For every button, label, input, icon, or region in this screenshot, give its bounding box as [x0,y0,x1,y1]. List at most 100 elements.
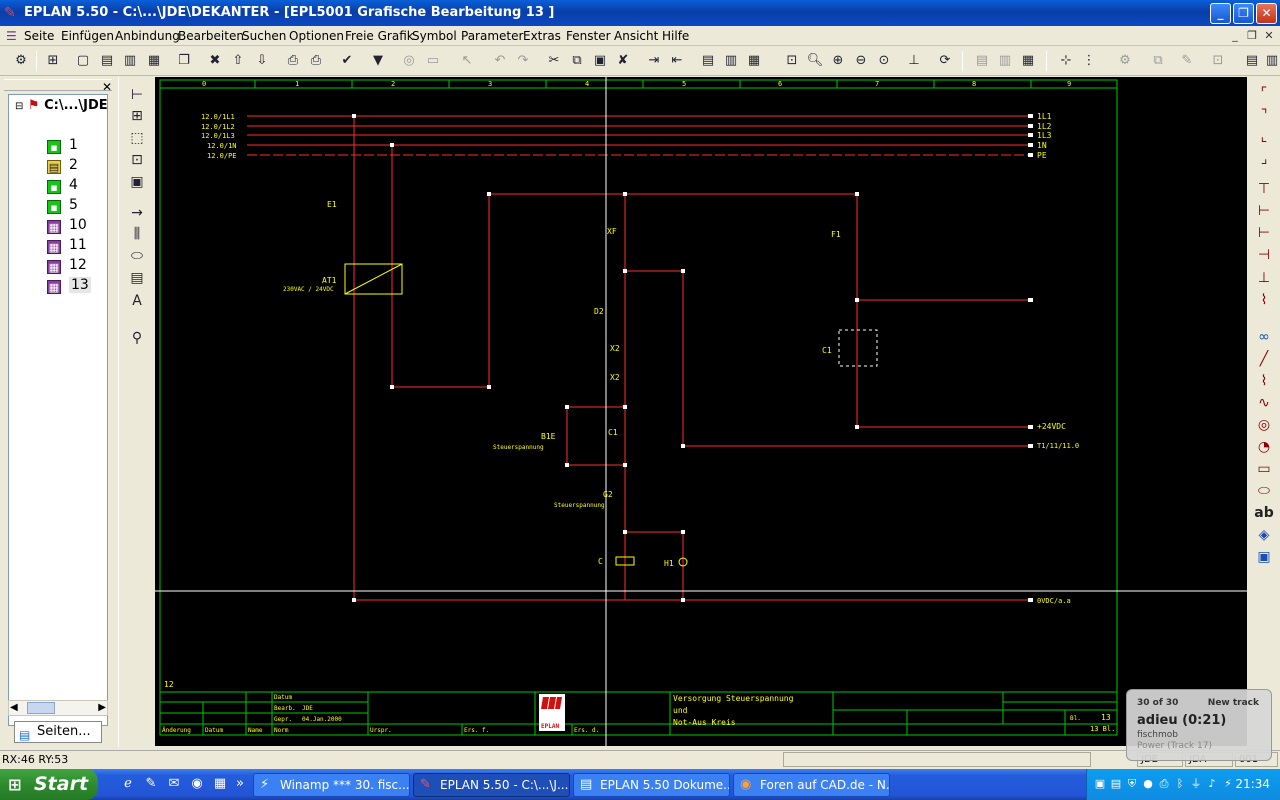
zoom-window-icon[interactable]: ⊡ [786,53,798,68]
tool-c-icon[interactable]: ✎ [1181,53,1193,68]
tree-page-2[interactable]: ▤2 [47,157,78,174]
tee-down-icon[interactable]: ⊤ [1257,181,1271,197]
zoom-all-icon[interactable]: ⊙ [878,53,890,68]
tree-view-icon[interactable]: ⊞ [47,53,59,68]
macro-icon[interactable]: ◎ [403,53,415,68]
snap-icon[interactable]: ⊹ [1060,53,1072,68]
zoom-out-icon[interactable]: ⊖ [855,53,867,68]
delete-icon[interactable]: ✘ [617,53,629,68]
polyline-icon[interactable]: ⌇ [1260,373,1268,389]
printer-tray-icon[interactable]: ⎙ [1159,777,1169,790]
usb-tray-icon[interactable]: ⏚ [1190,777,1202,790]
menu-parameter[interactable]: Parameter [461,29,524,43]
mdi-restore-button[interactable]: ❐ [1247,29,1257,42]
check-icon[interactable]: ✔ [341,53,353,68]
drawing-canvas[interactable]: 0 1 2 3 4 5 6 7 8 9 12.0/1L1 12.0/1L2 12… [155,77,1247,746]
link-icon[interactable]: ∞ [1258,329,1270,345]
menu-suchen[interactable]: Suchen [242,29,287,43]
menu-symbol[interactable]: Symbol [412,29,457,43]
tool-a-icon[interactable]: ⚙ [1119,53,1131,68]
menu-hilfe[interactable]: Hilfe [662,29,690,43]
rectangle-icon[interactable]: ▭ [1257,461,1271,477]
document-menu-icon[interactable]: ☰ [6,29,17,43]
tool-f-icon[interactable]: ▥ [1265,53,1279,68]
tool-b-icon[interactable]: ⧉ [1153,53,1163,68]
corner-tr-icon[interactable]: ⌝ [1260,107,1268,123]
layer-icon[interactable]: ▤ [975,53,989,68]
tree-page-10[interactable]: ▦10 [47,217,87,234]
tree-page-11[interactable]: ▦11 [47,237,87,254]
tree-root[interactable]: ⊟ ⚑ C:\...\JDE [15,97,107,116]
mdi-minimize-button[interactable]: _ [1232,29,1238,42]
tree-page-12[interactable]: ▦12 [47,257,87,274]
antivirus-tray-icon[interactable]: ● [1143,777,1153,790]
task-eplan-docs[interactable]: ▤EPLAN 5.50 Dokume... [573,773,730,797]
ie-quicklaunch-icon[interactable]: ℯ [124,776,132,791]
firefox-quicklaunch-icon[interactable]: ◉ [191,776,203,791]
mail-quicklaunch-icon[interactable]: ✉ [168,776,180,791]
text-tool-icon[interactable]: A [132,293,142,309]
cut-icon[interactable]: ✂ [548,53,560,68]
bus-tool-icon[interactable]: ⫼ [133,226,141,242]
zoom-icon[interactable]: 🔍︎ [806,53,824,68]
new-page-icon[interactable]: ▢ [76,53,90,68]
tool-d-icon[interactable]: ⊡ [1212,53,1224,68]
move-icon[interactable]: ▤ [701,53,715,68]
grid-color-icon[interactable]: ▦ [1021,53,1035,68]
tree-view[interactable]: ⊟ ⚑ C:\...\JDE ▪1 ▤2 ▪4 ▪5 ▦10 ▦11 ▦12 ▦… [8,94,108,726]
menu-freie-grafik[interactable]: Freie Grafik [345,29,414,43]
remove-column-icon[interactable]: ⇤ [671,53,683,68]
menu-einfuegen[interactable]: Einfügen [61,29,114,43]
volume-tray-icon[interactable]: ♪ [1208,777,1216,790]
ellipse-icon[interactable]: ⬭ [1258,483,1270,499]
frame-tool-icon[interactable]: ⊡ [131,152,143,168]
jump-icon[interactable]: ⌇ [1260,292,1268,308]
delete-page-icon[interactable]: ✖ [209,53,221,68]
image-icon[interactable]: ▣ [1257,549,1271,565]
close-button[interactable]: ✕ [1256,3,1277,24]
connection-tool-icon[interactable]: ⊢ [130,87,144,103]
insert-symbol-icon[interactable]: ▣ [130,174,144,190]
insert-column-icon[interactable]: ⇥ [648,53,660,68]
project-icon[interactable]: ⚙ [15,53,27,68]
menu-ansicht[interactable]: Ansicht [614,29,659,43]
save-icon[interactable]: ▦ [147,53,161,68]
bluetooth-tray-icon[interactable]: ᛒ [1176,777,1184,790]
tree-page-4[interactable]: ▪4 [47,175,78,195]
grid-icon[interactable]: ⋮ [1082,53,1096,68]
import-icon[interactable]: ⇩ [256,53,268,68]
shape-icon[interactable]: ◈ [1258,527,1270,543]
tee-right-icon[interactable]: ⊢ [1257,203,1271,219]
mdi-close-button[interactable]: ✕ [1264,29,1274,42]
line-icon[interactable]: ╱ [1259,351,1269,367]
spline-icon[interactable]: ∿ [1258,395,1270,411]
clipboard-icon[interactable]: ▭ [426,53,440,68]
redo-icon[interactable]: ↷ [517,53,529,68]
refresh-icon[interactable]: ⟳ [939,53,951,68]
pages-tab[interactable]: ▤Seiten... [14,721,102,743]
menu-seite[interactable]: Seite [24,29,55,43]
corner-br-icon[interactable]: ⌟ [1260,151,1268,167]
undo-icon[interactable]: ↶ [494,53,506,68]
tree-page-5[interactable]: ▪5 [47,195,78,215]
task-winamp[interactable]: ⚡Winamp *** 30. fisc... [253,773,410,797]
terminal-tool-icon[interactable]: ▤ [130,270,144,286]
panel-close-icon[interactable]: ✕ [102,80,113,94]
network-tray-icon[interactable]: ▣ [1094,777,1106,790]
maximize-button[interactable]: ❐ [1233,3,1254,24]
scroll-thumb[interactable] [27,702,55,714]
task-firefox[interactable]: ◉Foren auf CAD.de - N... [733,773,890,797]
scroll-right-icon[interactable]: ▶ [98,702,106,713]
quicklaunch-more-icon[interactable]: » [236,776,244,791]
zoom-in-icon[interactable]: ⊕ [832,53,844,68]
tool-e-icon[interactable]: ▤ [1245,53,1259,68]
menu-fenster[interactable]: Fenster [566,29,611,43]
print-icon[interactable]: ⎙ [310,53,322,68]
winamp-tray-icon[interactable]: ⚡ [1224,777,1232,790]
filter-icon[interactable]: ▼ [373,53,383,68]
task-eplan[interactable]: ✎EPLAN 5.50 - C:\...\J... [413,773,570,797]
calculator-quicklaunch-icon[interactable]: ▦ [213,776,227,791]
winamp-notification[interactable]: 30 of 30 New track adieu (0:21) fischmob… [1126,689,1272,761]
arc-icon[interactable]: ◔ [1257,439,1271,455]
start-button[interactable]: ⊞Start [0,769,98,800]
